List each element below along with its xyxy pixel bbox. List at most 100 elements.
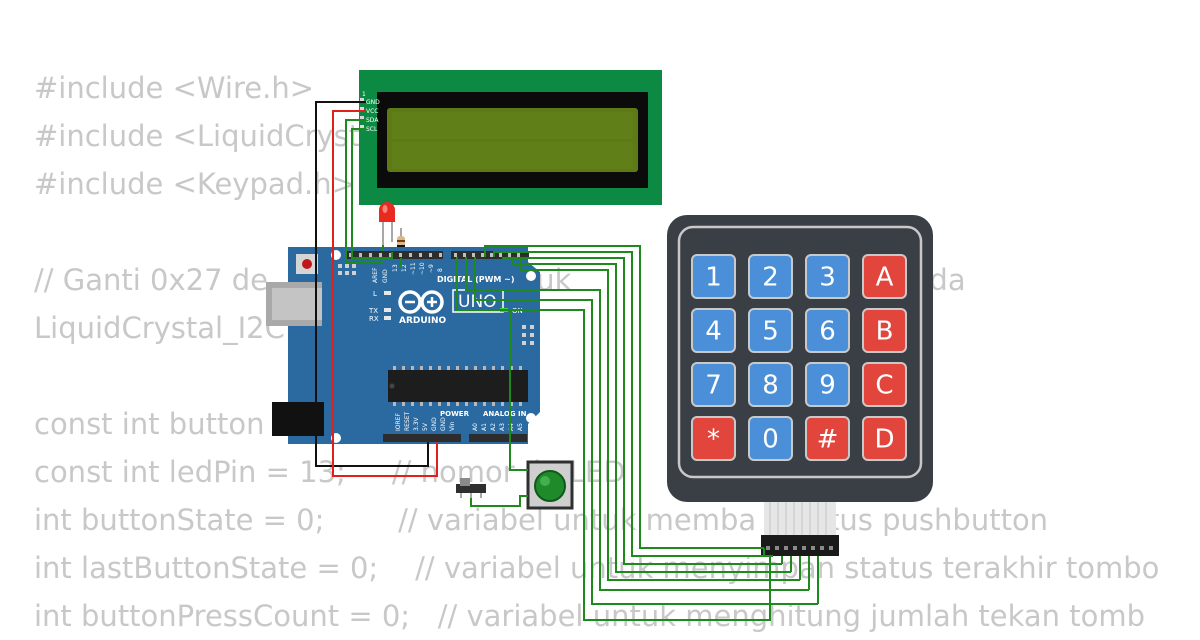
pushbutton[interactable] <box>526 460 574 510</box>
wire-keypad <box>502 257 782 565</box>
lcd-char-cells <box>392 112 633 169</box>
keypad-key-label: A <box>876 263 894 293</box>
wire-keypad <box>520 257 800 581</box>
code-line: #include <Wire.h> <box>34 71 315 105</box>
keypad-key-label: # <box>817 425 839 455</box>
arduino-brand-label: ARDUINO <box>399 316 447 326</box>
keypad-key-c[interactable]: C <box>862 362 907 407</box>
keypad-key-label: 6 <box>819 317 836 347</box>
rx-led <box>384 316 391 320</box>
keypad-key-7[interactable]: 7 <box>691 362 736 407</box>
wire-gnd <box>315 101 429 467</box>
keypad-key-4[interactable]: 4 <box>691 308 736 353</box>
wire-scl <box>351 128 393 259</box>
keypad-key-8[interactable]: 8 <box>748 362 793 407</box>
power-pin-label: 5V <box>422 422 429 431</box>
keypad-key-face <box>862 416 907 461</box>
analog-pin-label: A5 <box>517 423 524 431</box>
keypad-key-a[interactable]: A <box>862 254 907 299</box>
lcd-pin-label: VCC <box>366 108 378 115</box>
power-pin-label: RESET <box>404 411 411 431</box>
keypad-key-face <box>748 254 793 299</box>
keypad-key-face <box>805 254 850 299</box>
keypad-key-face <box>862 254 907 299</box>
keypad-key-label: 7 <box>705 371 722 401</box>
keypad-key-9[interactable]: 9 <box>805 362 850 407</box>
keypad-key-6[interactable]: 6 <box>805 308 850 353</box>
power-pin-label: IOREF <box>395 413 402 431</box>
wire-keypad <box>474 257 818 605</box>
keypad-key-face <box>748 308 793 353</box>
keypad-key-face <box>691 254 736 299</box>
keypad-key-3[interactable]: 3 <box>805 254 850 299</box>
power-pin-label: Vin <box>449 421 456 431</box>
keypad-key-5[interactable]: 5 <box>748 308 793 353</box>
keypad-key-face <box>805 308 850 353</box>
wire-sda <box>345 119 384 264</box>
keypad-key-d[interactable]: D <box>862 416 907 461</box>
reset-button-cap <box>302 259 312 269</box>
arduino-uno-board[interactable]: AREF GND 13 12 ~11 ~10 ~9 8 DIGITAL (PWM… <box>266 247 540 444</box>
power-pin-label: GND <box>440 417 447 431</box>
rx-label: RX <box>369 315 379 323</box>
lcd-pin-label: GND <box>366 99 380 106</box>
wire-keypad <box>484 245 764 549</box>
lcd-pin-label: 1 <box>362 91 366 98</box>
pin-label: ~9 <box>428 264 435 273</box>
keypad-key-face <box>748 362 793 407</box>
red-led[interactable] <box>379 202 395 245</box>
keypad-key-face <box>805 416 850 461</box>
keypad-connector <box>761 535 839 556</box>
usb-connector-face <box>272 288 322 320</box>
wire-button <box>470 495 528 507</box>
analog-pin-label: A2 <box>490 423 497 431</box>
keypad-key-label: * <box>707 425 720 455</box>
keypad-key-face <box>862 308 907 353</box>
keypad-key-face <box>691 362 736 407</box>
keypad-key-2[interactable]: 2 <box>748 254 793 299</box>
analog-pin-label: A0 <box>472 423 479 431</box>
code-line: #include <LiquidCryst <box>34 119 361 153</box>
l-led-label: L <box>373 290 377 298</box>
keypad-key-b[interactable]: B <box>862 308 907 353</box>
code-line: int buttonPressCount = 0; // variabel un… <box>34 599 1146 633</box>
atmega-chip <box>388 370 528 402</box>
lcd-display[interactable]: 1 GND VCC SDA SCL <box>359 70 662 205</box>
keypad-key-face <box>691 308 736 353</box>
keypad-key-label: 8 <box>762 371 779 401</box>
keypad-key-hash[interactable]: # <box>805 416 850 461</box>
lcd-screen <box>387 108 638 172</box>
power-analog-headers <box>383 434 527 442</box>
pin-label: ~11 <box>410 262 417 275</box>
keypad-key-face <box>805 362 850 407</box>
keypad-key-label: C <box>875 371 893 401</box>
keypad-key-1[interactable]: 1 <box>691 254 736 299</box>
keypad-key-0[interactable]: 0 <box>748 416 793 461</box>
wire-vcc <box>332 110 438 477</box>
code-line: LiquidCrystal_I2C <box>34 311 285 345</box>
keypad-key-label: 9 <box>819 371 836 401</box>
wire-keypad <box>456 257 771 621</box>
keypad-key-label: 4 <box>705 317 722 347</box>
code-line: int buttonState = 0; // variabel untuk m… <box>34 503 1049 537</box>
uno-label: UNO <box>458 292 497 312</box>
keypad-key-star[interactable]: * <box>691 416 736 461</box>
wire-keypad <box>465 257 809 591</box>
power-header-label: POWER <box>440 410 470 418</box>
code-line: int lastButtonState = 0; // variabel unt… <box>34 551 1160 585</box>
lcd-pin-label: SDA <box>366 117 379 124</box>
power-pin-label: 3.3V <box>413 416 420 431</box>
wire-keypad <box>493 251 773 557</box>
pin-label: 12 <box>401 264 408 272</box>
analog-pin-label: A4 <box>508 423 515 431</box>
lcd-pin-label: SCL <box>366 126 378 133</box>
slide-switch[interactable] <box>456 478 486 498</box>
pin-label: ~10 <box>419 262 426 275</box>
pin-label: 8 <box>437 268 444 272</box>
keypad-key-face <box>691 416 736 461</box>
aref-label: AREF <box>372 267 379 283</box>
analog-header-label: ANALOG IN <box>483 410 527 418</box>
keypad-frame <box>677 225 923 479</box>
